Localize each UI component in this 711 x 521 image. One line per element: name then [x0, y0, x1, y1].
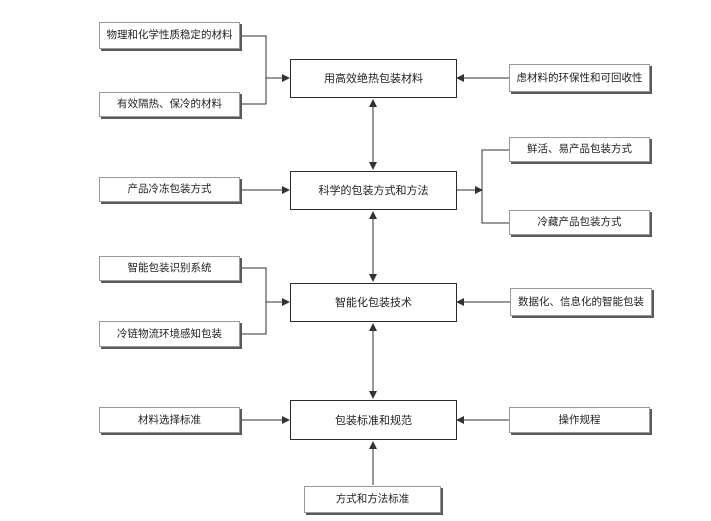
- node-intelligent-packaging-technology: 智能化包装技术: [290, 283, 457, 322]
- node-packaging-standards: 包装标准和规范: [290, 400, 457, 440]
- side-method-standard: 方式和方法标准: [304, 486, 441, 513]
- side-smart-recognition: 智能包装识别系统: [99, 256, 240, 281]
- side-operating-procedures: 操作规程: [509, 407, 650, 433]
- side-eco-recyclable: 虑材料的环保性和可回收性: [509, 64, 650, 92]
- bracket-s5-s6: [481, 149, 509, 224]
- side-stable-materials: 物理和化学性质稳定的材料: [99, 22, 240, 49]
- bracket-s7-s8: [240, 267, 267, 335]
- side-chilled-packaging: 冷藏产品包装方式: [509, 210, 650, 235]
- side-environment-sensing: 冷链物流环境感知包装: [99, 321, 240, 347]
- side-fresh-packaging: 鲜活、易产品包装方式: [509, 137, 650, 162]
- side-material-selection-standard: 材料选择标准: [99, 407, 240, 433]
- bracket-s1-s2: [240, 35, 267, 105]
- side-frozen-packaging: 产品冷冻包装方式: [99, 177, 240, 202]
- side-insulating-materials: 有效隔热、保冷的材料: [99, 92, 240, 117]
- side-digital-smart-packaging: 数据化、信息化的智能包装: [510, 288, 652, 316]
- node-scientific-packaging-method: 科学的包装方式和方法: [290, 171, 457, 210]
- node-insulated-packaging-material: 用高效绝热包装材料: [290, 59, 457, 98]
